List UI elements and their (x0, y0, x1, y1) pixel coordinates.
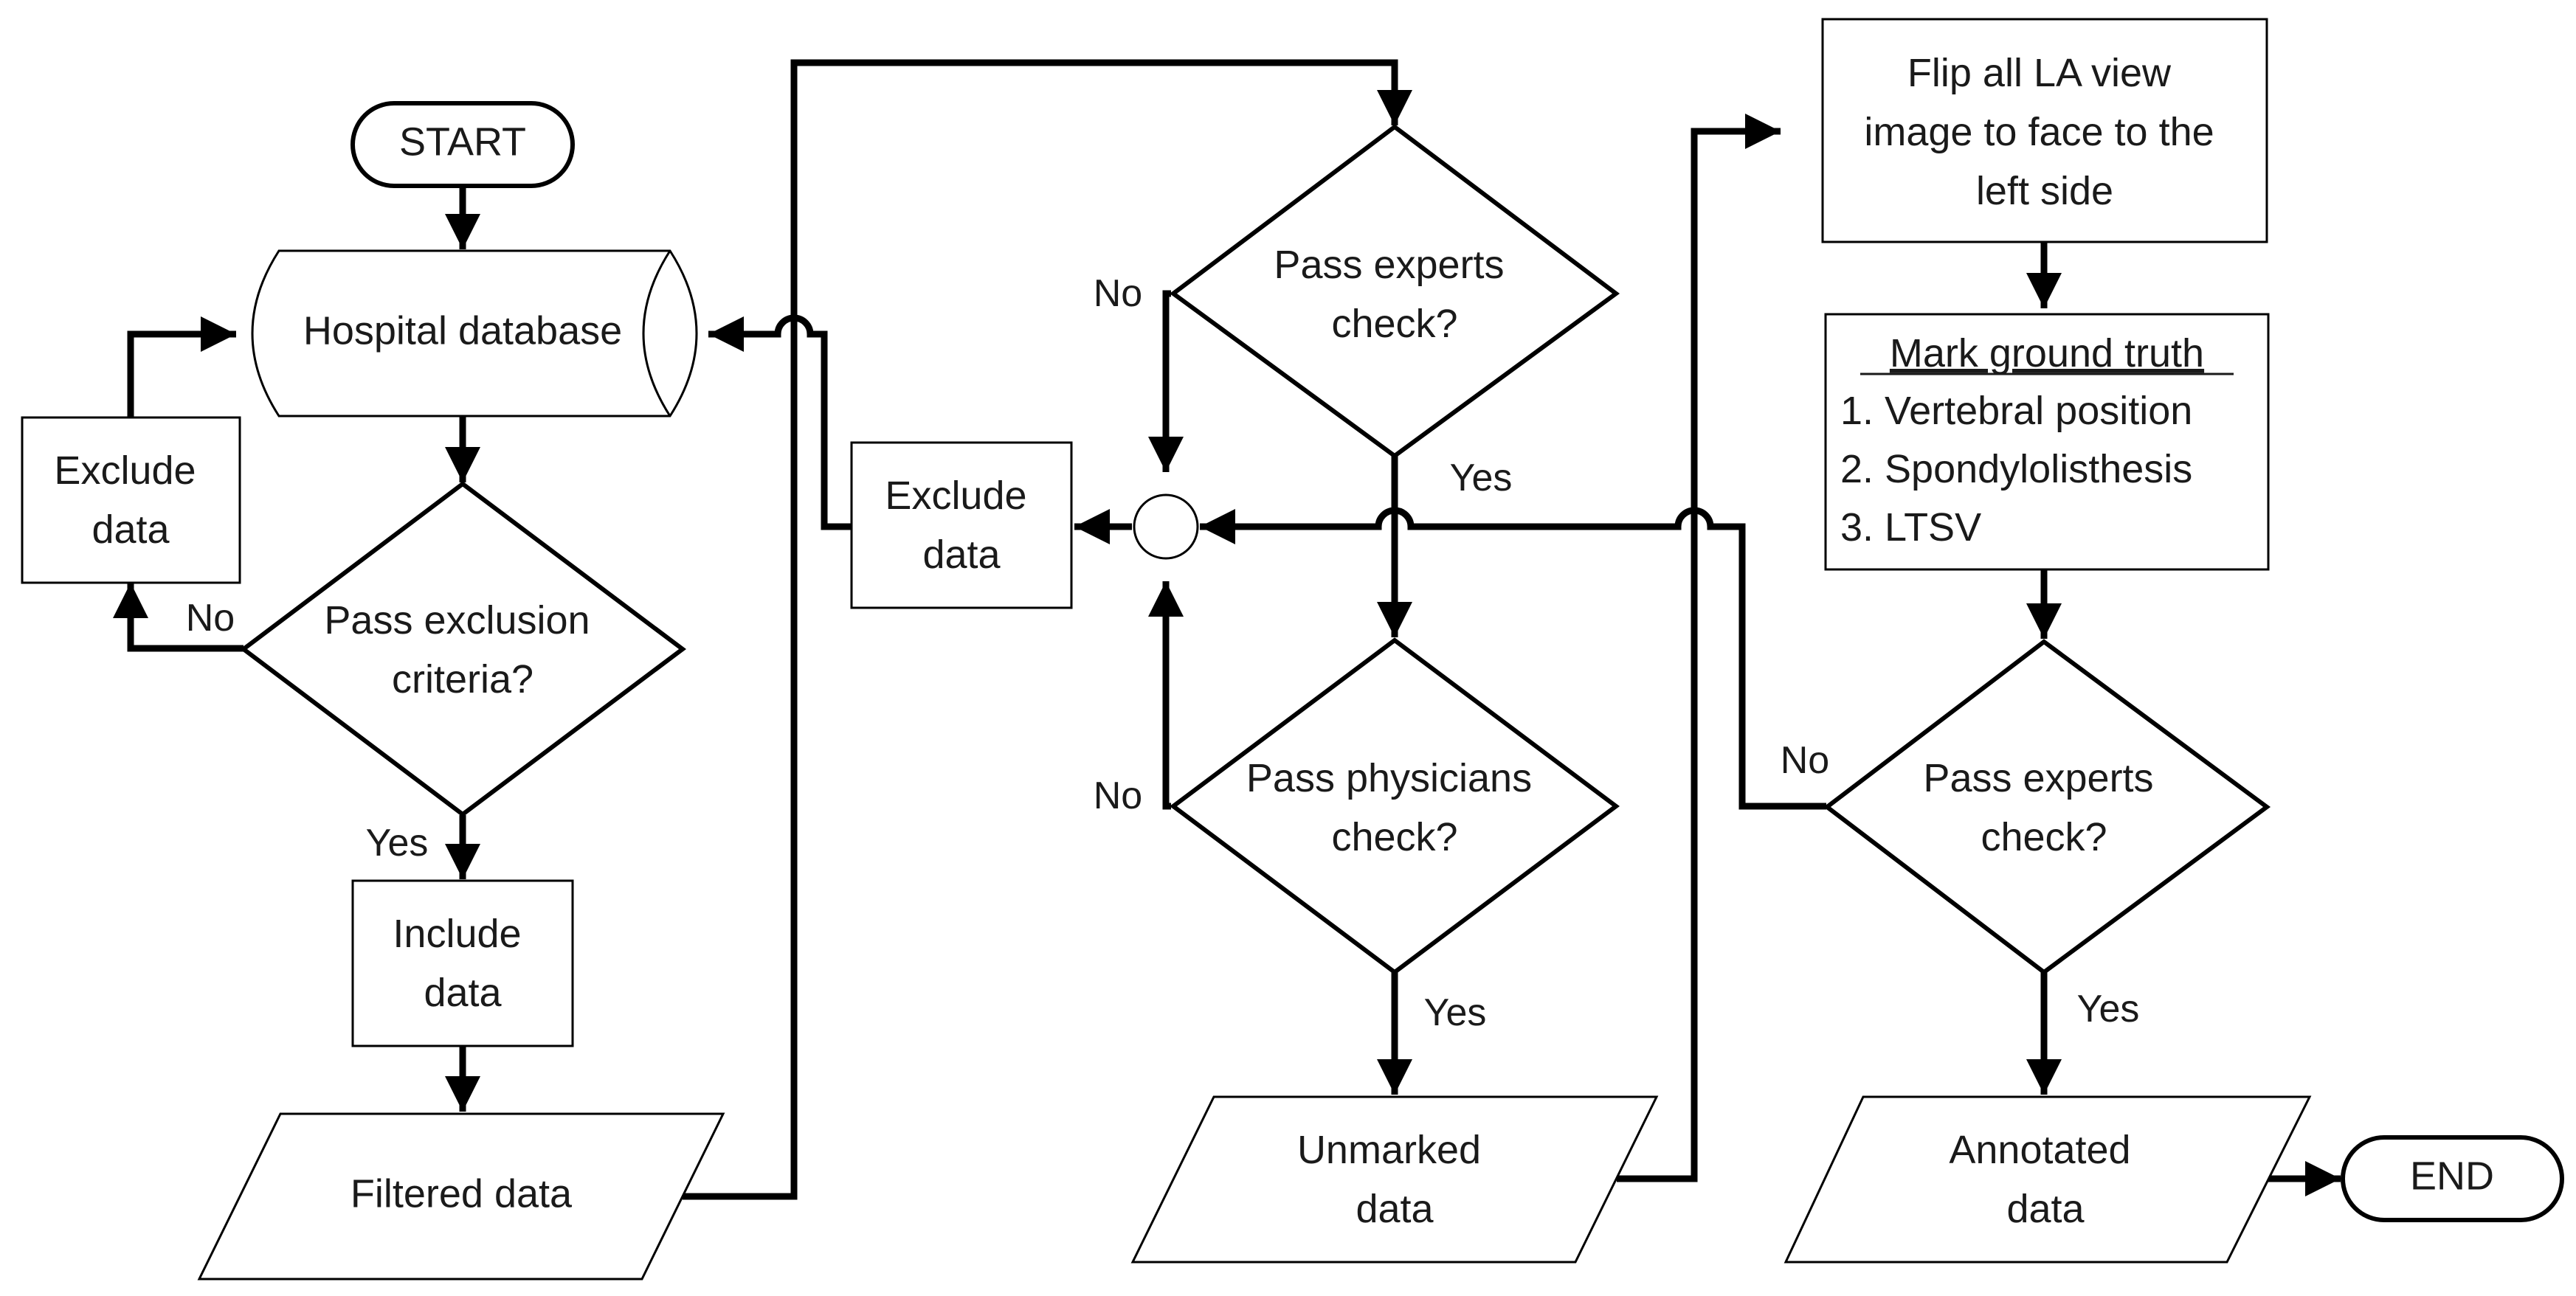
experts-check-decision-1: Pass experts check? (1169, 124, 1620, 459)
unmarked-line-1: Unmarked (1297, 1128, 1481, 1172)
svg-text:Exclude data: Exclude data (54, 448, 207, 552)
end-terminal: END (2341, 1135, 2564, 1222)
edge-physicians-no-to-junction (1148, 581, 1184, 810)
exclude-data-box-left: Exclude data (21, 416, 241, 584)
mark-ground-truth-box: Mark ground truth 1. Vertebral position … (1824, 313, 2270, 571)
edge-exclude-to-database (127, 316, 236, 417)
mark-ground-truth-title: Mark ground truth (1890, 331, 2204, 375)
label-experts2-no: No (1781, 739, 1829, 782)
unmarked-line-2: data (1356, 1187, 1434, 1231)
mark-item-3: 3. LTSV (1840, 505, 1981, 550)
label-experts2-yes: Yes (2077, 988, 2140, 1030)
start-label: START (399, 119, 526, 164)
svg-text:Exclude data: Exclude data (885, 474, 1037, 577)
label-exclusion-no: No (186, 597, 235, 640)
annotated-data-parallelogram: Annotated data (1783, 1095, 2312, 1264)
exclude-left-line-1: Exclude (54, 448, 196, 493)
svg-text:Pass physicians check?: Pass physicians check? (1246, 756, 1543, 859)
edges (113, 59, 2341, 1200)
exclusion-criteria-decision: Pass exclusion criteria? (240, 481, 686, 817)
label-physicians-no: No (1094, 775, 1142, 817)
flip-line-1: Flip all LA view (1907, 51, 2172, 95)
physicians-check-line-2: check? (1331, 815, 1457, 859)
label-physicians-yes: Yes (1424, 991, 1487, 1034)
svg-text:Unmarked data: Unmarked data (1297, 1128, 1492, 1231)
svg-text:Pass experts check?: Pass experts check? (1923, 756, 2164, 859)
merge-junction-circle (1133, 493, 1199, 560)
hospital-database-cylinder: Hospital database (251, 249, 698, 417)
svg-text:Annotated data: Annotated data (1949, 1128, 2141, 1231)
edge-labels: No Yes No Yes No Yes No Yes (186, 272, 2140, 1034)
flip-line-3: left side (1976, 169, 2113, 213)
mark-item-1: 1. Vertebral position (1840, 389, 2192, 433)
flip-line-2: image to face to the (1864, 110, 2214, 154)
experts-check-2-line-2: check? (1981, 815, 2107, 859)
edge-exclude-to-database-return (708, 314, 852, 530)
physicians-check-line-1: Pass physicians (1246, 756, 1532, 800)
edge-experts2-no-to-junction (1200, 507, 1826, 810)
exclude-middle-line-1: Exclude (885, 474, 1026, 518)
edge-unmarked-to-flip (1617, 114, 1781, 1182)
filtered-data-label: Filtered data (351, 1171, 573, 1216)
filtered-data-parallelogram: Filtered data (197, 1112, 725, 1281)
exclusion-decision-line-2: criteria? (392, 657, 533, 701)
label-exclusion-yes: Yes (366, 822, 429, 864)
annotated-line-2: data (2006, 1187, 2085, 1231)
edge-experts-no-to-junction (1148, 290, 1184, 472)
exclude-left-line-2: data (91, 507, 170, 552)
mark-item-2: 2. Spondylolisthesis (1840, 447, 2192, 491)
experts-check-2-line-1: Pass experts (1923, 756, 2153, 800)
svg-text:Flip all LA view image t: Flip all LA view image to face to the le… (1864, 51, 2225, 213)
svg-text:Pass experts check?: Pass experts check? (1274, 243, 1515, 346)
exclude-middle-line-2: data (922, 533, 1001, 577)
svg-text:Include data: Include data (393, 912, 532, 1015)
label-experts1-yes: Yes (1450, 457, 1513, 499)
include-line-2: data (424, 971, 502, 1015)
edge-filtered-to-experts-check (683, 59, 1412, 1200)
end-label: END (2410, 1154, 2494, 1198)
experts-check-1-line-1: Pass experts (1274, 243, 1504, 287)
include-line-1: Include (393, 912, 521, 956)
svg-text:Pass exclusion criteria?: Pass exclusion criteria? (324, 598, 601, 701)
include-data-box: Include data (351, 879, 574, 1047)
experts-check-decision-2: Pass experts check? (1823, 639, 2271, 975)
exclude-data-box-middle: Exclude data (850, 441, 1073, 609)
hospital-database-label: Hospital database (303, 308, 622, 353)
edge-exclusion-no-to-exclude (113, 583, 244, 652)
unmarked-data-parallelogram: Unmarked data (1130, 1095, 1659, 1264)
flip-image-box: Flip all LA view image to face to the le… (1821, 18, 2268, 243)
exclusion-decision-line-1: Pass exclusion (324, 598, 590, 642)
annotated-line-1: Annotated (1949, 1128, 2130, 1172)
start-terminal: START (351, 101, 575, 188)
experts-check-1-line-2: check? (1331, 302, 1457, 346)
physicians-check-decision: Pass physicians check? (1170, 637, 1620, 975)
label-experts1-no: No (1094, 272, 1142, 315)
